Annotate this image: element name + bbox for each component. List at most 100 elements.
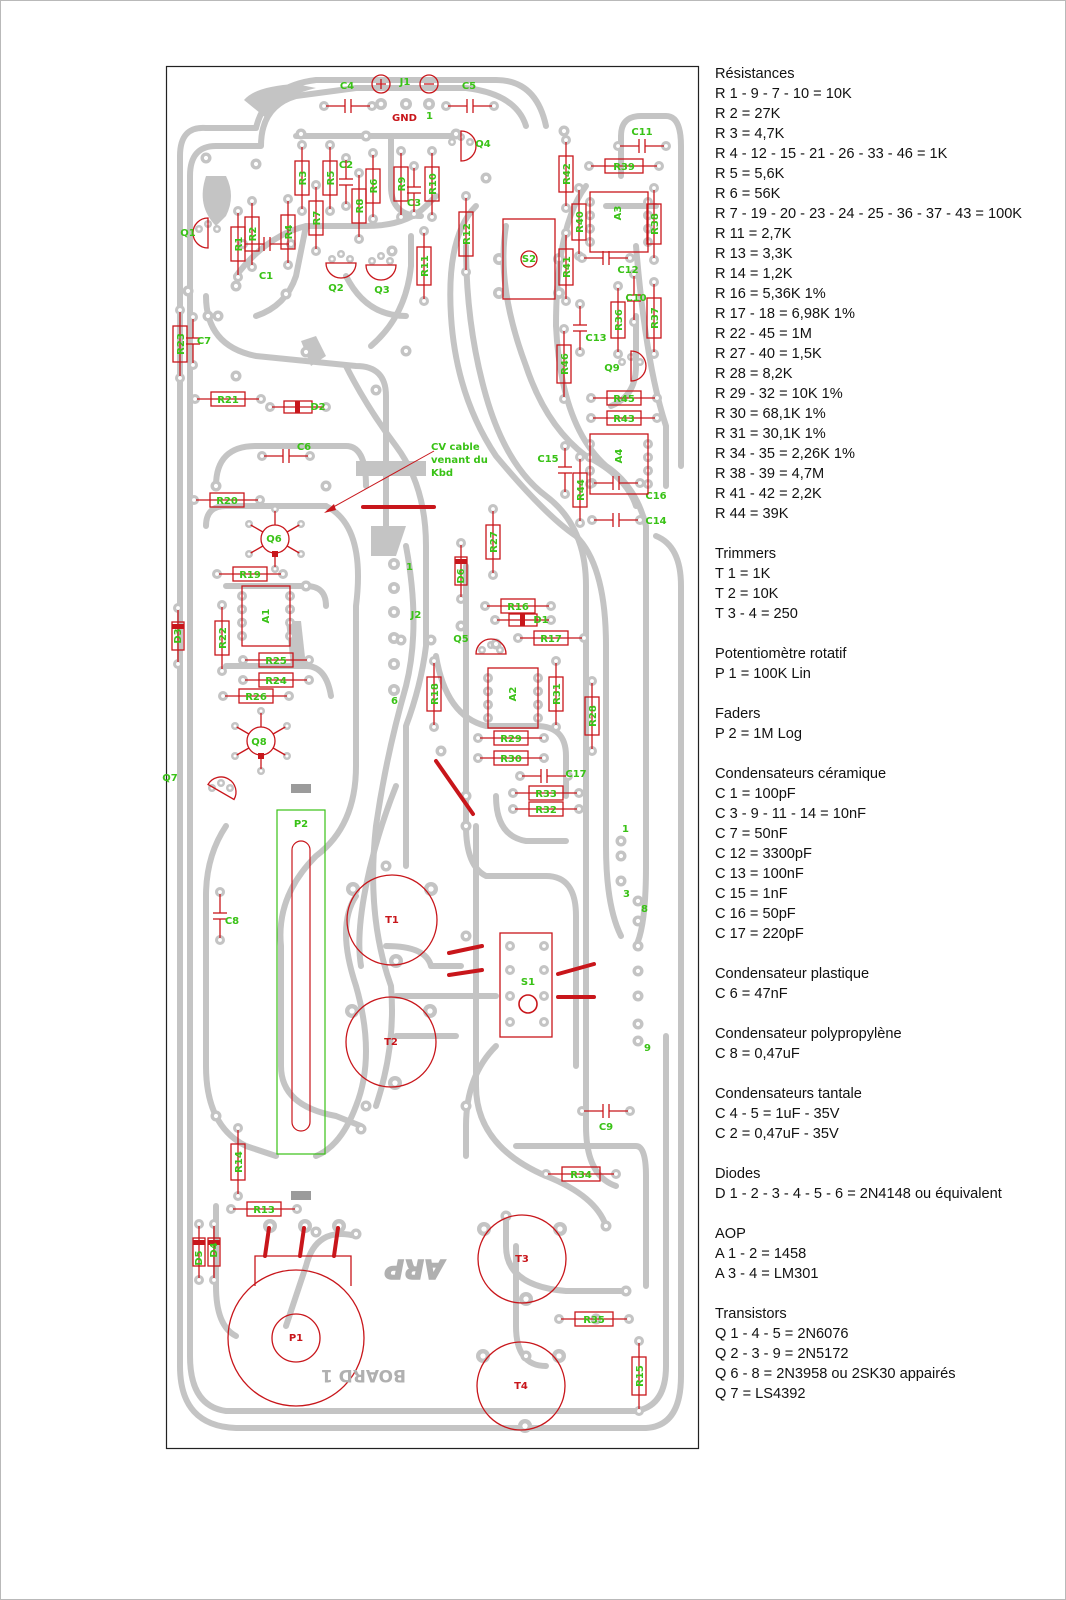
cv-note-line-2: venant du — [431, 455, 488, 466]
pad — [575, 518, 585, 528]
capacitor-c17 — [522, 769, 566, 783]
parts-line: C 15 = 1nF — [715, 886, 788, 902]
parts-line: A 1 - 2 = 1458 — [715, 1246, 807, 1262]
parts-line: R 14 = 1,2K — [715, 266, 793, 282]
pad — [231, 752, 240, 760]
transistor-q5 — [475, 638, 507, 655]
pad — [297, 206, 307, 216]
pad — [173, 603, 183, 613]
pad — [435, 745, 447, 757]
resistor-r32 — [515, 801, 577, 817]
pot-p1 — [227, 1226, 365, 1407]
transistor-q3 — [365, 264, 397, 281]
resistor-r7 — [308, 187, 324, 249]
pad — [284, 691, 294, 701]
label-r25: R25 — [265, 656, 287, 667]
pad — [226, 1204, 236, 1214]
pad — [539, 753, 549, 763]
resistor-r2 — [244, 203, 260, 265]
pad — [265, 402, 275, 412]
diode-d6 — [454, 545, 468, 597]
pad — [629, 269, 639, 279]
parts-line: C 2 = 0,47uF - 35V — [715, 1126, 839, 1142]
label-d3: D3 — [173, 628, 184, 643]
pad — [388, 582, 400, 594]
resistor-r26 — [225, 688, 287, 704]
pad — [283, 194, 293, 204]
label-r36: R36 — [614, 309, 625, 331]
pad — [584, 161, 594, 171]
label-r19: R19 — [239, 570, 261, 581]
transistor-q6 — [250, 511, 300, 567]
label-r16: R16 — [507, 602, 529, 613]
pad — [613, 349, 623, 359]
pad — [505, 941, 515, 951]
label-a2: A2 — [508, 687, 519, 702]
pad — [490, 615, 500, 625]
pad — [360, 130, 372, 142]
pad — [661, 141, 671, 151]
parts-line: C 8 = 0,47uF — [715, 1046, 800, 1062]
label-d5: D5 — [194, 1250, 205, 1265]
edge-pin-8-label: 8 — [641, 904, 648, 915]
pad — [396, 146, 406, 156]
pad — [311, 246, 321, 256]
label-q2: Q2 — [328, 283, 344, 294]
pad — [625, 253, 635, 263]
diode-d1 — [497, 613, 549, 627]
label-d2: D2 — [310, 402, 325, 413]
parts-line: P 1 = 100K Lin — [715, 666, 811, 682]
opamp-a2 — [487, 667, 539, 729]
pad — [233, 1123, 243, 1133]
parts-group-title: Potentiomètre rotatif — [715, 646, 847, 662]
pad — [354, 168, 364, 178]
resistor-r5 — [322, 147, 338, 209]
pad — [587, 746, 597, 756]
pad — [423, 1004, 437, 1018]
pad — [632, 940, 644, 952]
parts-line: C 3 - 9 - 11 - 14 = 10nF — [715, 806, 867, 822]
label-c11: C11 — [631, 127, 652, 138]
pad — [424, 882, 438, 896]
pad — [559, 394, 569, 404]
parts-line: R 31 = 30,1K 1% — [715, 426, 826, 442]
pad — [546, 601, 556, 611]
parts-line: R 29 - 32 = 10K 1% — [715, 386, 843, 402]
resistor-r8 — [351, 175, 367, 237]
pad — [577, 253, 587, 263]
pad — [632, 915, 644, 927]
label-j2: J2 — [410, 610, 422, 621]
parts-line: R 2 = 27K — [715, 106, 781, 122]
pad — [388, 1076, 402, 1090]
pad — [539, 733, 549, 743]
label-r15: R15 — [635, 1365, 646, 1387]
label-r10: R10 — [428, 173, 439, 195]
board-labels: GND 1 CV cable venant du Kbd 1 6 1 3 8 9… — [291, 111, 651, 1385]
label-c13: C13 — [585, 333, 606, 344]
resistor-r12 — [458, 198, 474, 270]
parts-group-title: Résistances — [715, 66, 795, 82]
pad — [575, 452, 585, 462]
copper-traces — [177, 77, 684, 1431]
pad — [577, 1106, 587, 1116]
pad — [611, 1169, 621, 1179]
resistor-r28 — [584, 683, 600, 749]
pad — [429, 656, 439, 666]
pad — [400, 345, 412, 357]
resistor-r18 — [426, 663, 442, 725]
capacitor-c8 — [213, 894, 227, 938]
pad — [574, 183, 584, 193]
pad — [518, 1419, 532, 1433]
capacitor-c2 — [339, 160, 353, 204]
parts-line: C 1 = 100pF — [715, 786, 796, 802]
pad — [461, 267, 471, 277]
pad — [182, 285, 194, 297]
pad — [460, 820, 472, 832]
trimmer-t3 — [477, 1214, 567, 1304]
pad — [380, 860, 392, 872]
resistor-r33 — [515, 785, 577, 801]
pad — [209, 1275, 219, 1285]
label-r41: R41 — [562, 256, 573, 278]
